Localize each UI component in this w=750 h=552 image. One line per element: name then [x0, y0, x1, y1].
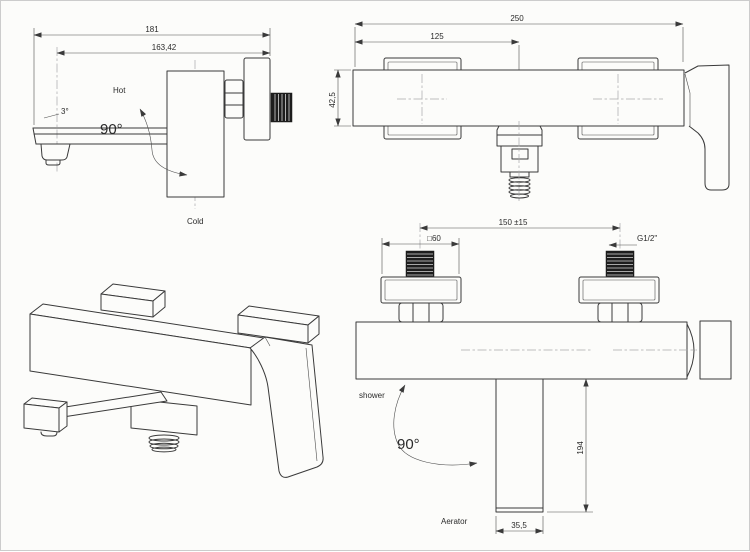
cold-label: Cold — [187, 217, 203, 226]
wall-flange-side — [243, 57, 271, 141]
center-mark-left — [397, 74, 447, 124]
dim-body-height-label: 42,5 — [328, 92, 337, 108]
inlet-thread-right — [605, 250, 635, 278]
dim-overall-width-label: 181 — [145, 25, 159, 34]
side-view: 181 163,42 3° Hot 90° Cold — [32, 25, 293, 226]
spout-swivel-arrow — [393, 384, 478, 467]
dim-to-center-label: 125 — [430, 32, 444, 41]
flange-left — [380, 276, 462, 304]
spout-pipe-plan — [495, 378, 544, 513]
mixer-body-side — [166, 70, 225, 198]
dim-connection-centers-label: 150 ±15 — [499, 218, 528, 227]
isometric-view — [23, 283, 324, 478]
shower-outlet-front — [496, 125, 543, 199]
lever-handle-front — [684, 64, 730, 191]
center-mark-right — [593, 74, 663, 124]
hex-nut-right — [597, 302, 643, 323]
handle-rotation-arrow — [139, 108, 188, 177]
iso-wall-plate-right — [237, 305, 320, 344]
threaded-stub-side — [270, 92, 293, 123]
angle-spout-label: 3° — [61, 107, 69, 116]
dim-spout-width-label: 35,5 — [511, 521, 527, 530]
shower-label: shower — [359, 391, 385, 400]
iso-shower-outlet — [130, 398, 198, 453]
outlet-button — [511, 148, 529, 160]
inlet-thread-left — [405, 250, 435, 278]
iso-wall-plate-left — [100, 283, 166, 318]
hot-label: Hot — [113, 86, 126, 95]
dim-front-overall-label: 250 — [510, 14, 524, 23]
mixer-body-plan — [355, 321, 688, 380]
dim-spout-length-label: 194 — [576, 441, 585, 455]
dim-spout-reach-label: 163,42 — [152, 43, 177, 52]
hex-nut-left — [398, 302, 444, 323]
cartridge-cap-arc — [686, 323, 695, 378]
hex-nut-side — [224, 79, 244, 119]
spout-outlet-cup — [40, 143, 71, 161]
thread-size-label: G1/2" — [637, 234, 657, 243]
handle-end-plan — [699, 320, 732, 380]
mixer-body-front — [352, 69, 685, 127]
angle-3-mark — [43, 113, 60, 119]
angle-handle-label: 90° — [100, 121, 123, 138]
iso-bath-spout — [23, 391, 168, 437]
outlet-thread-rings — [508, 177, 531, 199]
iso-mixer-body — [29, 303, 265, 406]
front-view: 250 125 42,5 — [328, 14, 730, 203]
iso-lever-handle — [249, 336, 324, 478]
aerator-label: Aerator — [441, 517, 468, 526]
swivel-angle-label: 90° — [397, 436, 420, 453]
dim-flange-square-label: □60 — [427, 234, 441, 243]
plan-view: 150 ±15 □60 G1/2" 35,5 194 shower 90° Ae… — [355, 218, 732, 534]
flange-right — [578, 276, 660, 304]
